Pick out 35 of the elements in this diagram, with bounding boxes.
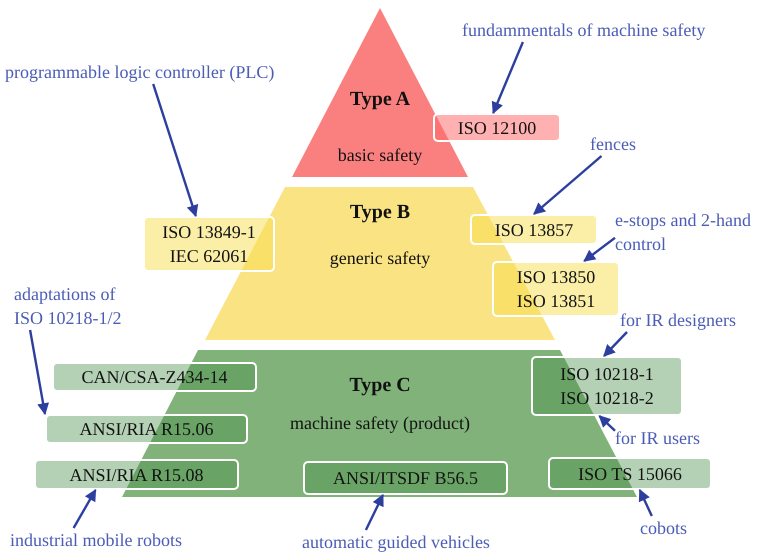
- annotation-text: fundammentals of machine safety: [462, 18, 706, 42]
- standard-tag: ANSI/ITSDF B56.5: [303, 461, 508, 495]
- standard-tag: CAN/CSA-Z434-14: [52, 362, 257, 392]
- arrow: [492, 42, 524, 114]
- annotation-text: adaptations of ISO 10218-1/2: [14, 282, 129, 330]
- annotation-text: automatic guided vehicles: [302, 530, 490, 554]
- arrow: [364, 494, 384, 531]
- standard-tag: ISO 12100: [433, 113, 561, 142]
- standard-tag: ANSI/RIA R15.08: [34, 459, 239, 490]
- tier-description: basic safety: [338, 144, 422, 166]
- arrow: [583, 236, 616, 262]
- tier-heading: Type C: [349, 374, 411, 396]
- annotation-text: fences: [590, 132, 636, 156]
- standard-tag: ISO 13850 ISO 13851: [492, 261, 620, 317]
- standard-tag: ISO 10218-1 ISO 10218-2: [531, 356, 683, 416]
- annotation-text: for IR users: [615, 426, 700, 450]
- annotation-text: programmable logic controller (PLC): [5, 60, 274, 84]
- tier-description: machine safety (product): [290, 412, 470, 434]
- annotation-text: for IR designers: [620, 308, 736, 332]
- arrow: [72, 488, 97, 529]
- annotation-text: industrial mobile robots: [10, 528, 182, 552]
- tier-heading: Type A: [350, 88, 410, 110]
- annotation-text: cobots: [640, 516, 687, 540]
- standard-tag: ISO 13857: [470, 214, 598, 245]
- standard-tag: ISO TS 15066: [548, 457, 712, 490]
- standard-tag: ANSI/RIA R15.06: [45, 414, 248, 444]
- tier-heading: Type B: [350, 201, 410, 223]
- arrow: [28, 330, 50, 416]
- arrow: [603, 331, 628, 357]
- arrow: [533, 155, 602, 215]
- tier-description: generic safety: [330, 247, 430, 269]
- arrow: [152, 84, 198, 218]
- annotation-text: e-stops and 2-hand control: [615, 208, 755, 256]
- arrow: [598, 415, 616, 432]
- standard-tag: ISO 13849-1 IEC 62061: [143, 216, 275, 272]
